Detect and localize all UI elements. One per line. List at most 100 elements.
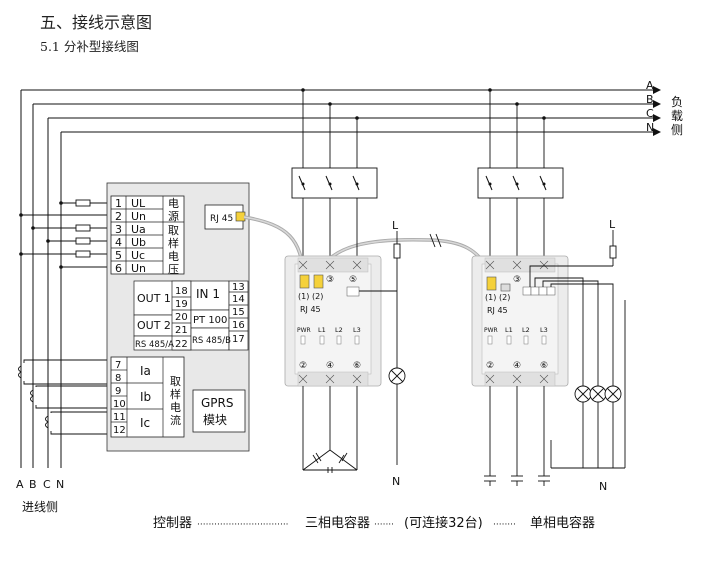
term-16: 16: [232, 320, 245, 331]
cap1-top-3: ③: [513, 275, 521, 285]
tap-dots: [19, 201, 63, 269]
current-transformers: [18, 359, 109, 435]
current-label-1: 取: [170, 375, 181, 388]
terminal-4-label: Ub: [131, 236, 146, 249]
power-label-1: 电: [168, 197, 179, 210]
terminal-3-label: Ua: [131, 223, 146, 236]
single-phase-n-label: N: [599, 480, 607, 493]
cap3-port-1: (1): [298, 292, 309, 301]
terminal-6-num: 6: [115, 262, 122, 275]
bus-label-bottom-b: B: [29, 478, 37, 491]
bus-labels-right: A B C N 负 载 侧: [646, 79, 683, 137]
ct-label-ia: Ia: [140, 364, 151, 378]
term-15: 15: [232, 307, 245, 318]
cap3-top-3: ③: [326, 275, 334, 285]
switch-contacts: [298, 175, 547, 191]
term-14: 14: [232, 294, 245, 305]
feeder-dots: [301, 88, 546, 186]
current-label-3: 电: [170, 401, 181, 414]
bus-label-bottom-c: C: [43, 478, 51, 491]
single-phase-capacitor: (1) (2) RJ 45 PWR L1 L2 L3 ③ ② ④ ⑥: [471, 255, 569, 387]
voltage-label-2: 样: [168, 236, 179, 250]
ct-term-10: 10: [113, 399, 126, 410]
cap1-ind-l2: L2: [522, 326, 530, 334]
controller-unit: 1 UL 2 Un 3 Ua 4 Ub 5 Uc 6 Un 电 源 取 样 电 …: [106, 182, 250, 452]
bus-label-a: A: [646, 79, 654, 92]
ct-term-9: 9: [115, 386, 121, 397]
ct-term-7: 7: [115, 360, 121, 371]
subsection-title: 5.1 分补型接线图: [40, 39, 139, 54]
terminal-6-label: Un: [131, 262, 146, 275]
cap1-ind-l1: L1: [505, 326, 513, 334]
three-phase-n-label: N: [392, 475, 400, 488]
out1-label: OUT 1: [137, 292, 171, 305]
current-label-2: 样: [170, 387, 181, 401]
out2-label: OUT 2: [137, 319, 171, 332]
ct-term-11: 11: [113, 412, 126, 423]
bus-labels-bottom: A B C N 进线侧: [16, 478, 64, 514]
bus-label-b: B: [646, 93, 654, 106]
term-22: 22: [175, 339, 188, 350]
term-19: 19: [175, 299, 188, 310]
cap1-bot-4: ④: [513, 361, 521, 371]
cap3-bot-6: ⑥: [353, 361, 361, 371]
current-label-4: 流: [170, 413, 181, 427]
voltage-taps: [21, 199, 109, 268]
voltage-label-4: 压: [168, 263, 179, 276]
terminal-5-num: 5: [115, 249, 122, 262]
ct-term-12: 12: [113, 425, 126, 436]
ct-label-ib: Ib: [140, 390, 151, 404]
single-phase-capacitors: [484, 386, 550, 486]
single-phase-lamp-circuit: [529, 230, 626, 469]
load-side-3: 侧: [671, 123, 683, 137]
ct-label-ic: Ic: [140, 416, 150, 430]
cap1-ind-pwr: PWR: [484, 327, 498, 334]
gprs-label: GPRS: [201, 396, 234, 410]
terminal-3-num: 3: [115, 223, 122, 236]
rs485a-label: RS 485/A: [135, 340, 174, 350]
gprs-module-label: 模块: [203, 413, 227, 427]
caption-three-phase: 三相电容器: [305, 515, 370, 531]
terminal-1-num: 1: [115, 197, 122, 210]
cap1-port-2: (2): [499, 293, 510, 302]
caption-controller: 控制器: [153, 516, 192, 531]
bus-label-c: C: [646, 107, 654, 120]
caption: 控制器 ································ 三相电…: [153, 515, 595, 531]
cap3-ind-pwr: PWR: [297, 327, 311, 334]
cap1-rj45: RJ 45: [487, 306, 508, 315]
caption-single-phase: 单相电容器: [530, 515, 595, 531]
cap3-ind-l3: L3: [353, 326, 361, 334]
ct-term-8: 8: [115, 373, 121, 384]
delta-capacitor: [302, 386, 358, 473]
section-title: 五、接线示意图: [40, 13, 153, 32]
cap3-bot-4: ④: [326, 361, 334, 371]
term-17: 17: [232, 334, 245, 345]
caption-dots-3: ········: [493, 520, 516, 530]
pt100-label: PT 100: [193, 315, 227, 326]
single-phase-l-label: L: [609, 218, 616, 231]
three-phase-l-label: L: [392, 219, 399, 232]
load-side-1: 负: [671, 95, 683, 109]
cap3-bot-2: ②: [299, 361, 307, 371]
rs485b-label: RS 485/B: [192, 336, 231, 346]
terminal-2-label: Un: [131, 210, 146, 223]
terminal-1-label: UL: [131, 197, 146, 210]
cap3-ind-l2: L2: [335, 326, 343, 334]
three-phase-capacitor: (1) (2) RJ 45 ③ ⑤ PWR L1 L2 L3 ② ④ ⑥: [284, 255, 382, 387]
caption-dots-1: ································: [197, 520, 289, 530]
cap3-top-5: ⑤: [349, 275, 357, 285]
bus-label-bottom-n: N: [56, 478, 64, 491]
cap3-port-2: (2): [312, 292, 323, 301]
bus-label-bottom-a: A: [16, 478, 24, 491]
term-18: 18: [175, 286, 188, 297]
terminal-4-num: 4: [115, 236, 122, 249]
rj45-cable: [243, 215, 494, 279]
cap1-bot-2: ②: [486, 361, 494, 371]
cap1-bot-6: ⑥: [540, 361, 548, 371]
voltage-label-3: 电: [168, 250, 179, 263]
caption-chain-note: (可连接32台): [404, 515, 483, 531]
cap1-port-1: (1): [485, 293, 496, 302]
in1-label: IN 1: [196, 287, 220, 301]
cap3-ind-l1: L1: [318, 326, 326, 334]
three-phase-lamp-circuit: [359, 231, 406, 465]
